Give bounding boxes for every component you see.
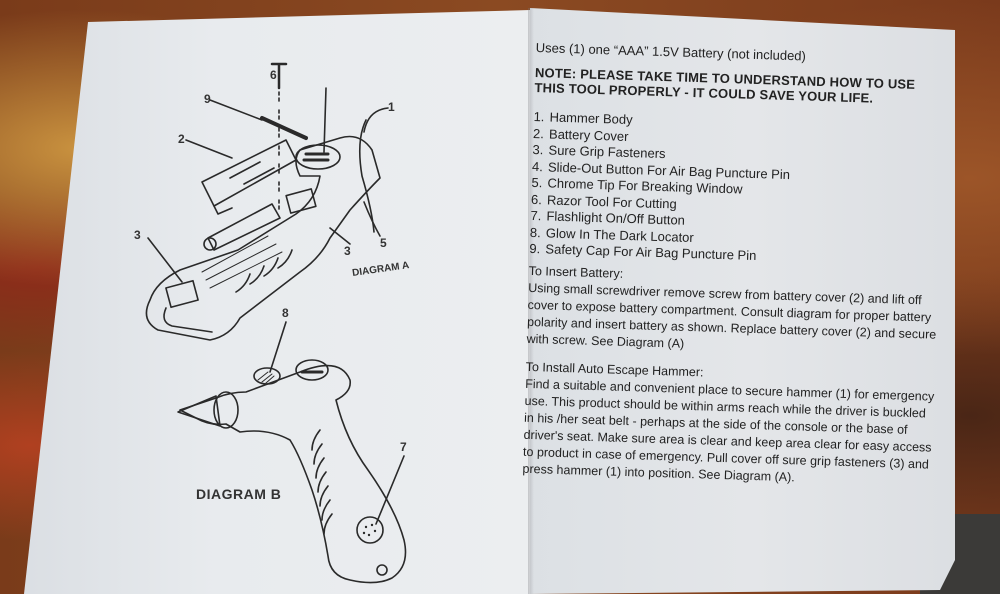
callout-7: 7 — [400, 440, 407, 454]
parts-list: 1.Hammer Body 2.Battery Cover 3.Sure Gri… — [529, 109, 943, 270]
diagram-b-label: DIAGRAM B — [196, 486, 282, 502]
callout-2: 2 — [178, 132, 185, 146]
callout-3-left: 3 — [134, 228, 141, 242]
insert-battery-text: Using small screwdriver remove screw fro… — [526, 280, 937, 351]
callout-1: 1 — [388, 100, 395, 114]
sheet-left-panel — [24, 10, 530, 594]
diagram-panel: 6 9 1 2 3 3 5 DIAGRAM A 8 7 DIAGRAM B — [134, 62, 410, 584]
callout-6: 6 — [270, 68, 277, 82]
install-hammer-text: Find a suitable and convenient place to … — [522, 376, 935, 484]
instructions-panel: Uses (1) one “AAA” 1.5V Battery (not inc… — [522, 40, 946, 502]
callout-5: 5 — [380, 236, 387, 250]
page-fold — [528, 8, 534, 594]
safety-note: NOTE: PLEASE TAKE TIME TO UNDERSTAND HOW… — [534, 64, 916, 106]
callout-3-right: 3 — [344, 244, 351, 258]
callout-8: 8 — [282, 306, 289, 320]
callout-9: 9 — [204, 92, 211, 106]
hammer-illustration — [145, 62, 407, 584]
